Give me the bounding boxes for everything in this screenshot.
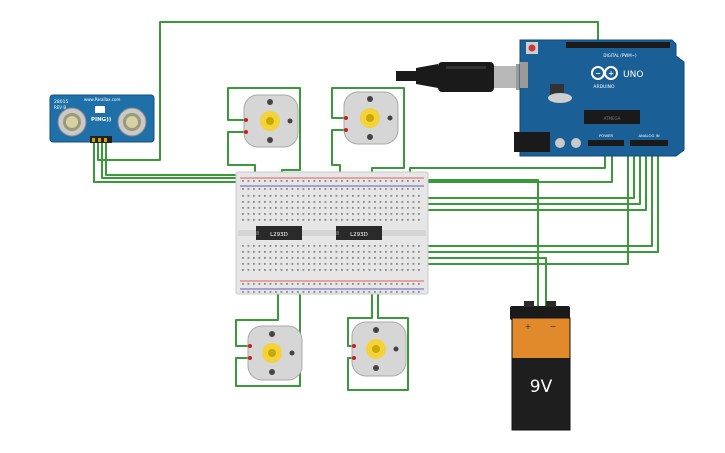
sensor-part-number: 28015: [54, 99, 68, 105]
ic-l293d-2[interactable]: L293D: [336, 226, 382, 240]
arduino-brand: ARDUINO: [593, 84, 615, 90]
arduino-analog-label: ANALOG IN: [638, 133, 659, 138]
wire-motor-br-a: [347, 269, 373, 347]
battery-voltage: 9V: [530, 377, 553, 397]
arduino-power-label: POWER: [599, 133, 613, 138]
ic-label-2: L293D: [350, 232, 368, 238]
arduino-chip: ATMEGA: [604, 116, 621, 121]
wire-motor-br-b: [347, 269, 409, 391]
arduino-logo: − +: [591, 66, 618, 80]
ultrasonic-sensor[interactable]: 28015 REV B www.Parallax.com PING)): [49, 94, 155, 143]
reset-button[interactable]: [528, 44, 536, 52]
motor-top-left[interactable]: [243, 94, 299, 148]
motor-bottom-right[interactable]: [351, 321, 407, 377]
breadboard-holes: [242, 180, 420, 293]
battery-minus-symbol: −: [550, 322, 557, 331]
arduino-model: UNO: [623, 70, 643, 80]
battery-9v[interactable]: + − 9V: [510, 301, 571, 431]
wire-sensor-1: [93, 141, 241, 183]
wire-sensor-to-arduino-top: [97, 21, 599, 161]
ic-l293d-1[interactable]: L293D: [256, 226, 302, 240]
sensor-model: PING)): [91, 117, 112, 123]
arduino-uno[interactable]: DIGITAL (PWM~) − + UNO ARDUINO ATMEGA PO…: [514, 39, 685, 157]
wire-motor-tl-a: [227, 87, 301, 191]
wire-battery-plus: [419, 175, 539, 307]
motor-bottom-left[interactable]: [247, 325, 303, 381]
sensor-brand: www.Parallax.com: [84, 97, 120, 102]
ic-label-1: L293D: [270, 232, 288, 238]
arduino-digital-label: DIGITAL (PWM~): [603, 53, 637, 58]
sensor-revision: REV B: [54, 105, 66, 110]
svg-text:+: +: [608, 70, 614, 78]
wire-motor-tr-a: [331, 87, 405, 191]
breadboard[interactable]: [235, 171, 429, 295]
usb-cable: [396, 62, 526, 92]
battery-plus-symbol: +: [525, 322, 532, 331]
wire-battery-minus: [425, 257, 547, 307]
svg-text:−: −: [595, 70, 601, 78]
motor-top-right[interactable]: [343, 91, 399, 145]
